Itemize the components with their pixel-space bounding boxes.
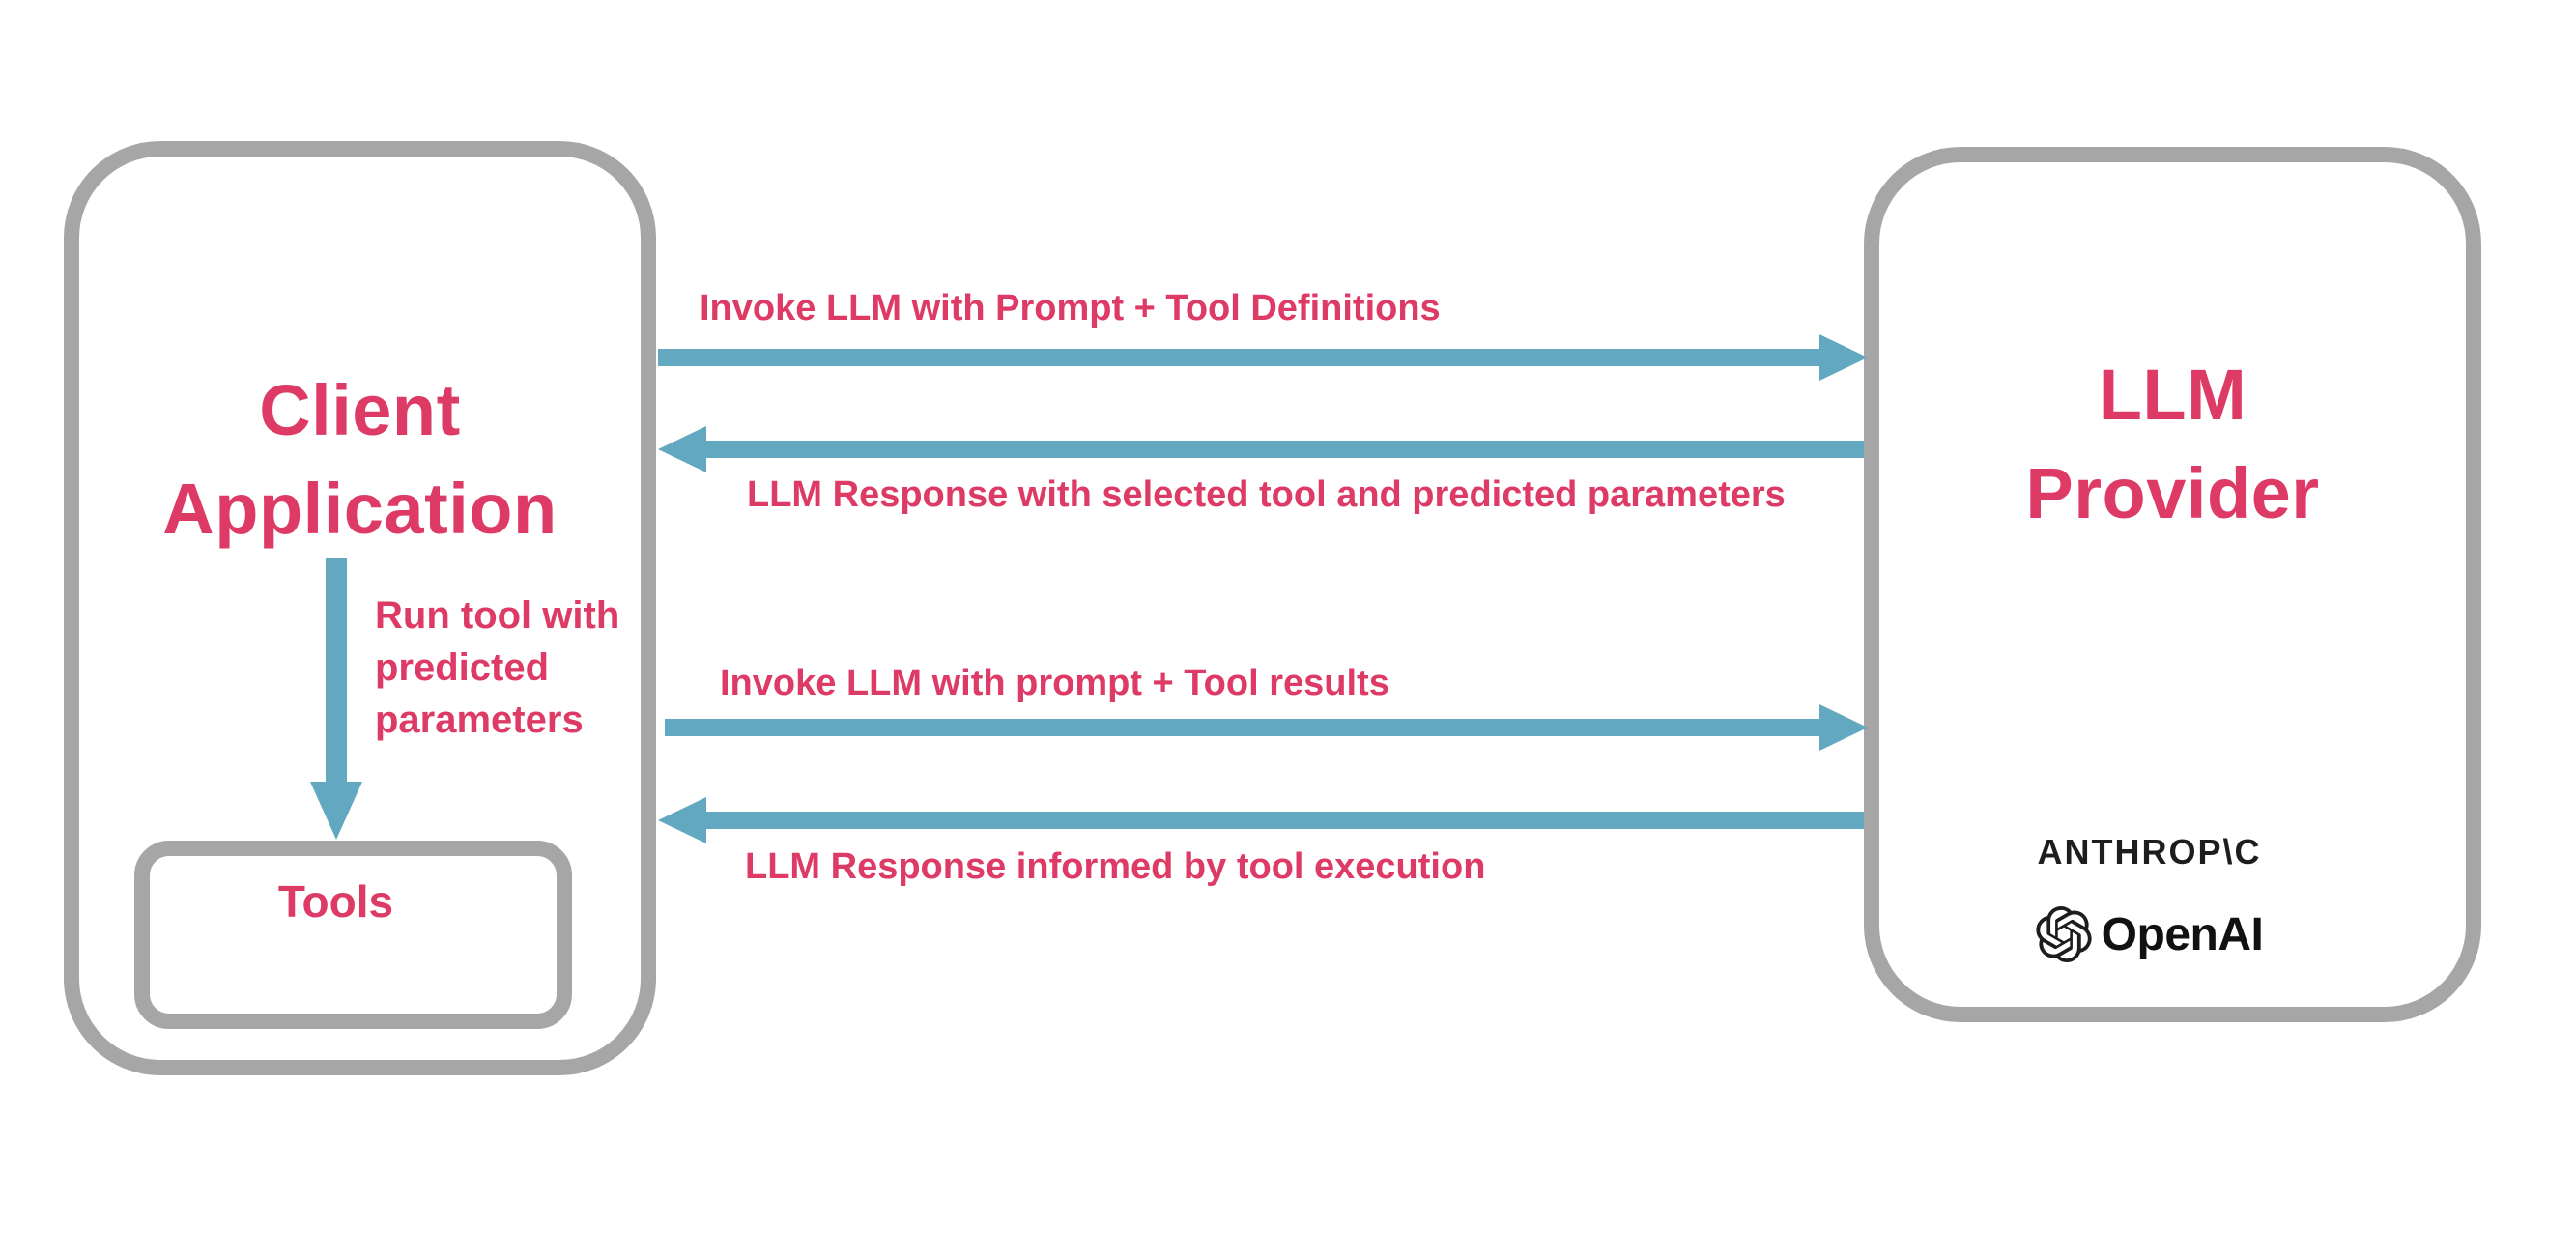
flow-label-response-with-selected-tool: LLM Response with selected tool and pred…: [747, 474, 1786, 515]
arrow-shaft: [706, 441, 1864, 458]
arrow-invoke-with-tool-definitions: [658, 334, 1868, 381]
arrow-left-icon: [658, 797, 706, 843]
flow-label-invoke-with-tool-definitions: Invoke LLM with Prompt + Tool Definition…: [700, 288, 1441, 329]
llm-provider-box: LLM Provider ANTHROP\C OpenAI: [1864, 147, 2481, 1022]
arrow-down-icon: [309, 782, 362, 840]
run-tool-arrow: [309, 558, 362, 840]
arrow-response-with-selected-tool: [658, 426, 1864, 472]
arrow-shaft: [706, 812, 1864, 829]
client-box-title: Client Application: [79, 361, 641, 558]
llm-title-line2: Provider: [2025, 453, 2320, 533]
llm-title-line1: LLM: [2098, 355, 2247, 435]
openai-wordmark: OpenAI: [2101, 908, 2264, 960]
flow-label-response-informed-by-tool: LLM Response informed by tool execution: [745, 846, 1486, 887]
client-title-line1: Client: [259, 370, 461, 450]
arrow-right-icon: [1819, 704, 1868, 751]
tools-box: Tools: [134, 841, 572, 1029]
tools-label: Tools: [277, 876, 394, 927]
openai-icon: [2036, 906, 2092, 962]
client-application-box: Client Application Run tool with predict…: [64, 141, 656, 1075]
client-title-line2: Application: [162, 469, 558, 549]
llm-box-title: LLM Provider: [1879, 346, 2466, 543]
run-tool-arrow-shaft: [325, 558, 347, 782]
arrow-response-informed-by-tool: [658, 797, 1864, 843]
arrow-left-icon: [658, 426, 706, 472]
arrow-invoke-with-tool-results: [665, 704, 1868, 751]
arrow-shaft: [665, 719, 1819, 736]
anthropic-logo: ANTHROP\C: [2037, 832, 2262, 872]
arrow-shaft: [658, 349, 1819, 366]
run-tool-label: Run tool with predicted parameters: [375, 594, 620, 741]
openai-logo: OpenAI: [1856, 906, 2443, 962]
arrow-right-icon: [1819, 334, 1868, 381]
flow-label-invoke-with-tool-results: Invoke LLM with prompt + Tool results: [720, 663, 1389, 703]
